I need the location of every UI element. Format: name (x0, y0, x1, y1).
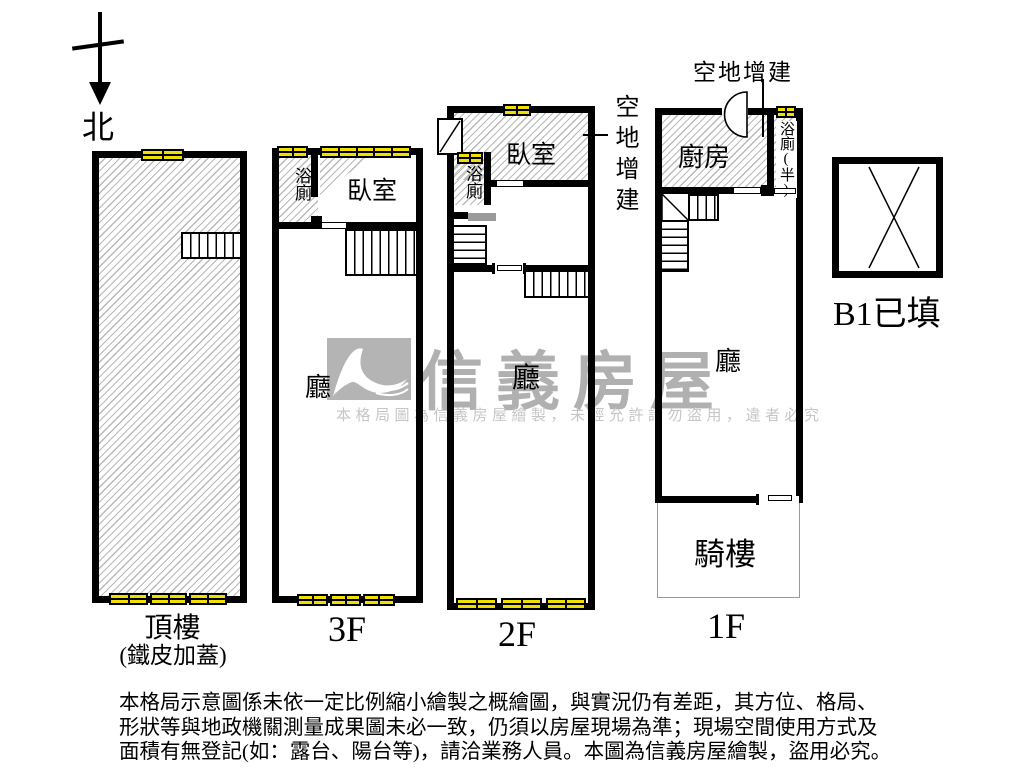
roof-hatch-area (99, 158, 240, 596)
f3-bottom-window-2 (330, 594, 361, 606)
f2-bottom-window-2 (501, 598, 542, 610)
f1-annotation: 空地增建 (693, 60, 793, 85)
roof-top-window (141, 149, 184, 161)
f2-plan: 臥室 浴廁 廳 (447, 106, 595, 610)
f3-bottom-window-3 (363, 594, 395, 606)
f1-plan: 廚房 浴廁(半) 廳 (655, 108, 803, 505)
f3-living-label: 廳 (305, 373, 332, 402)
f3-cross-wall-right (345, 222, 416, 229)
f3-top-window-1 (277, 146, 308, 158)
f1-entry-door-arc (723, 91, 748, 138)
f2-mid-wall-left (454, 265, 494, 272)
f1-kitchen-door-symbol (733, 187, 761, 194)
f2-bedroom-wall-right (523, 180, 588, 187)
f2-bottom-window-3 (546, 598, 586, 610)
f1-bath-half-door-symbol (774, 188, 796, 194)
f3-staircase (345, 229, 416, 276)
f3-bottom-window-1 (297, 594, 328, 606)
f3-bedroom-label: 臥室 (347, 178, 398, 205)
b1-x-mark-icon (868, 166, 920, 269)
f2-bath-right-wall (484, 152, 491, 205)
disclaimer-line-2: 形狀等與地政機關測量成果圖未必一致，仍須以房屋現場為準；現場空間使用方式及 (119, 716, 878, 739)
f1-arcade-label: 騎樓 (694, 537, 756, 572)
f2-bath-bottom-wall (454, 212, 468, 219)
f1-door-jamb (756, 494, 759, 505)
f2-bath-label: 浴廁 (463, 165, 482, 199)
f2-bedroom-door-symbol (496, 180, 524, 187)
roof-floor-label: 頂樓 (144, 613, 201, 644)
f2-bath-window (457, 152, 483, 164)
f1-floor-label: 1F (707, 606, 746, 646)
f2-mid-door-symbol (497, 265, 522, 271)
roof-bottom-window-2 (150, 593, 187, 605)
f2-door-jamb-2 (523, 263, 526, 274)
disclaimer: 本格局示意圖係未依一定比例縮小繪製之概繪圖，與實況仍有差距，其方位、格局、 形狀… (119, 691, 919, 765)
f2-bath-area (454, 163, 484, 205)
f2-top-window (503, 104, 531, 116)
b1-label: B1已填 (833, 296, 941, 333)
f2-bedroom-wall-left (491, 180, 498, 187)
f2-mid-wall-right (524, 265, 588, 272)
f2-bedroom-label: 臥室 (506, 142, 557, 169)
roof-staircase (181, 232, 240, 259)
f2-annotation-leader (583, 134, 608, 136)
roof-floor-note: (鐵皮加蓋) (119, 643, 227, 668)
f1-staircase-upper (688, 194, 719, 221)
f1-annotation-leader (762, 79, 764, 137)
f2-living-label: 廳 (512, 363, 541, 394)
watermark-brand: 信義房屋 (419, 347, 727, 418)
roof-plan (92, 151, 247, 603)
disclaimer-line-1: 本格局示意圖係未依一定比例縮小繪製之概繪圖，與實況仍有差距，其方位、格局、 (119, 692, 878, 714)
f3-bath-label: 浴廁 (292, 167, 311, 201)
f1-bath-half-label: 浴廁(半) (776, 121, 797, 198)
compass: 北 (60, 5, 180, 155)
b1-box (832, 157, 943, 278)
f1-staircase-lower (662, 220, 689, 272)
f1-kitchen-bottom-wall (662, 187, 733, 194)
watermark-notice: 本格局圖為信義房屋繪製，未經允許請勿盜用，違者必究 (336, 408, 824, 424)
f1-bottom-door-symbol (768, 495, 792, 501)
f1-kitchen-label: 廚房 (678, 143, 731, 172)
f1-kitchen-area (662, 115, 774, 187)
f2-annotation: 空地增建 (611, 94, 637, 218)
disclaimer-line-3: 面積有無登記(如：露台、陽台等)，請洽業務人員。本圖為信義房屋繪製，盜用必究。 (119, 741, 892, 763)
f1-kitchen-divider-wall (767, 115, 774, 187)
f3-divider-wall (311, 155, 318, 197)
f3-floor-label: 3F (328, 609, 367, 649)
f2-door-jamb-1 (492, 263, 495, 274)
f1-arcade-area: 騎樓 (657, 503, 800, 598)
sinyi-logo-icon (327, 338, 411, 400)
f1-living-label: 廳 (715, 347, 742, 376)
f2-staircase-upper (454, 225, 487, 265)
north-label: 北 (82, 109, 115, 145)
f2-floor-label: 2F (498, 614, 537, 654)
f1-stair-diagonal (662, 194, 689, 221)
f3-door-symbol (321, 222, 347, 229)
f3-cross-wall-left (279, 222, 323, 229)
f3-top-window-2 (320, 146, 411, 158)
f1-bath-half-window (776, 106, 796, 118)
f2-shaft-box (437, 118, 463, 155)
f2-staircase-lower (524, 272, 588, 298)
f2-bottom-window-1 (456, 598, 497, 610)
f1-wall-stub (761, 185, 774, 196)
f2-sliding-door (468, 213, 496, 221)
roof-bottom-window-1 (109, 593, 148, 605)
north-arrow-icon (60, 5, 180, 115)
f3-plan: 浴廁 臥室 廳 (272, 148, 423, 603)
f3-divider-stub (311, 216, 322, 225)
roof-bottom-window-3 (189, 593, 227, 605)
